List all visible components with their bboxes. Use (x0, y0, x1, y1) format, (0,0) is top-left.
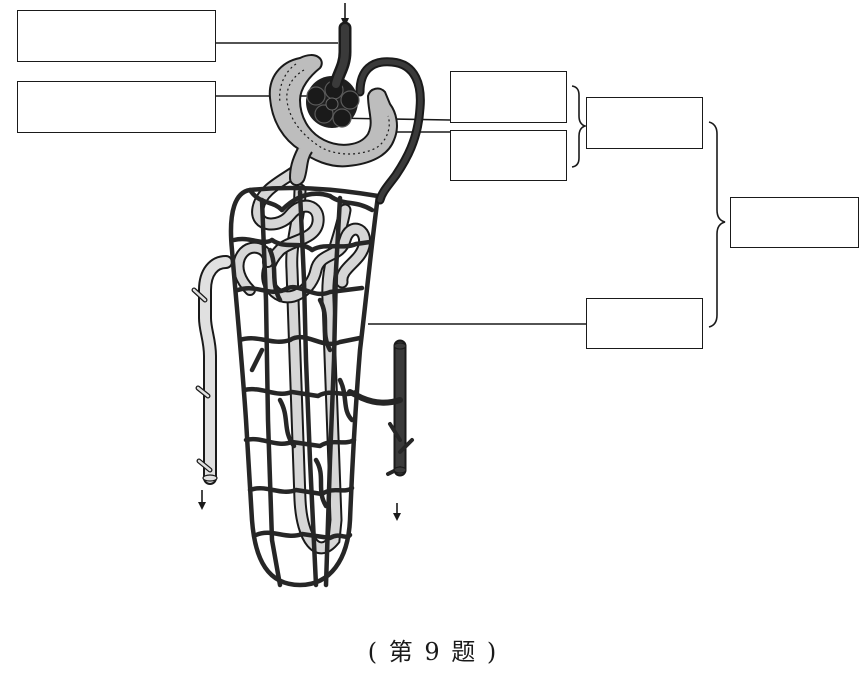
label-box-7[interactable] (730, 197, 859, 248)
small-brace (571, 85, 588, 168)
braces (571, 85, 726, 328)
capillary-network (228, 185, 381, 588)
label-box-6[interactable] (586, 298, 703, 349)
flow-arrows (198, 3, 401, 521)
bowmans-capsule (268, 54, 398, 186)
label-box-3[interactable] (450, 71, 567, 123)
label-box-2[interactable] (17, 81, 216, 133)
label-box-4[interactable] (450, 130, 567, 181)
label-box-5[interactable] (586, 97, 703, 149)
large-brace (708, 121, 726, 328)
label-box-1[interactable] (17, 10, 216, 62)
renal-vessel-right (347, 339, 414, 477)
afferent-arteriole (329, 21, 352, 91)
arrow-vein-head (198, 502, 206, 510)
figure-caption: ( 第 9 题 ) (367, 638, 499, 666)
efferent-arteriole (355, 57, 425, 205)
arrow-tubule-head (393, 513, 401, 521)
glomerulus (306, 76, 360, 128)
renal-vein (191, 255, 233, 485)
